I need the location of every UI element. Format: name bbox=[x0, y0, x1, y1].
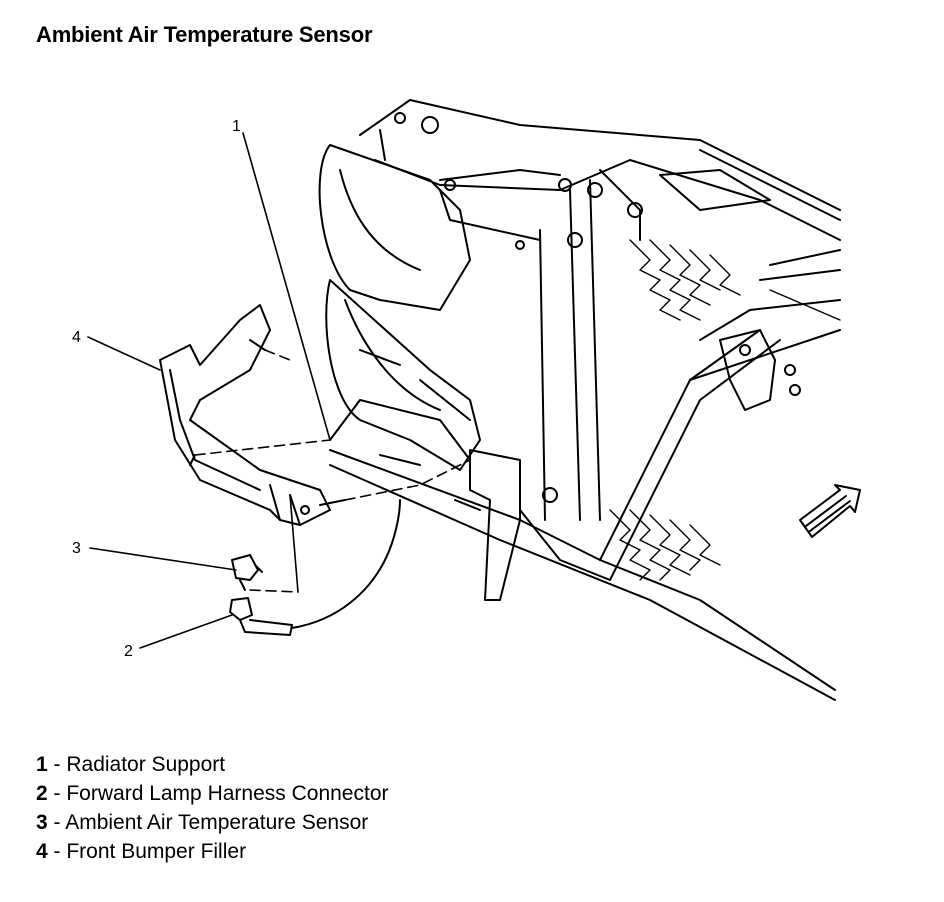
exploded-view-illustration: 1 4 3 2 bbox=[72, 99, 861, 701]
callout-3: 3 bbox=[72, 540, 81, 557]
legend-number: 1 bbox=[36, 753, 48, 776]
legend-number: 2 bbox=[36, 782, 48, 805]
legend-number: 4 bbox=[36, 840, 48, 863]
legend: 1 - Radiator Support 2 - Forward Lamp Ha… bbox=[36, 750, 389, 866]
legend-text: - Ambient Air Temperature Sensor bbox=[47, 811, 369, 834]
headlamp-housing bbox=[318, 144, 481, 471]
legend-item: 2 - Forward Lamp Harness Connector bbox=[36, 779, 389, 808]
callout-2: 2 bbox=[124, 643, 133, 660]
legend-number: 3 bbox=[36, 811, 48, 834]
legend-text: - Forward Lamp Harness Connector bbox=[47, 782, 389, 805]
forward-lamp-harness-connector bbox=[229, 499, 401, 636]
front-direction-arrow bbox=[799, 484, 861, 538]
radiator-core bbox=[609, 239, 841, 581]
radiator-support bbox=[329, 99, 841, 701]
legend-item: 4 - Front Bumper Filler bbox=[36, 837, 389, 866]
legend-item: 3 - Ambient Air Temperature Sensor bbox=[36, 808, 389, 837]
legend-text: - Radiator Support bbox=[47, 753, 226, 776]
front-bumper-filler bbox=[159, 304, 346, 526]
legend-item: 1 - Radiator Support bbox=[36, 750, 389, 779]
legend-text: - Front Bumper Filler bbox=[47, 840, 247, 863]
callout-4: 4 bbox=[72, 329, 81, 346]
ambient-air-temperature-sensor bbox=[231, 554, 263, 591]
diagram-title: Ambient Air Temperature Sensor bbox=[36, 22, 373, 47]
callout-1: 1 bbox=[232, 118, 241, 135]
